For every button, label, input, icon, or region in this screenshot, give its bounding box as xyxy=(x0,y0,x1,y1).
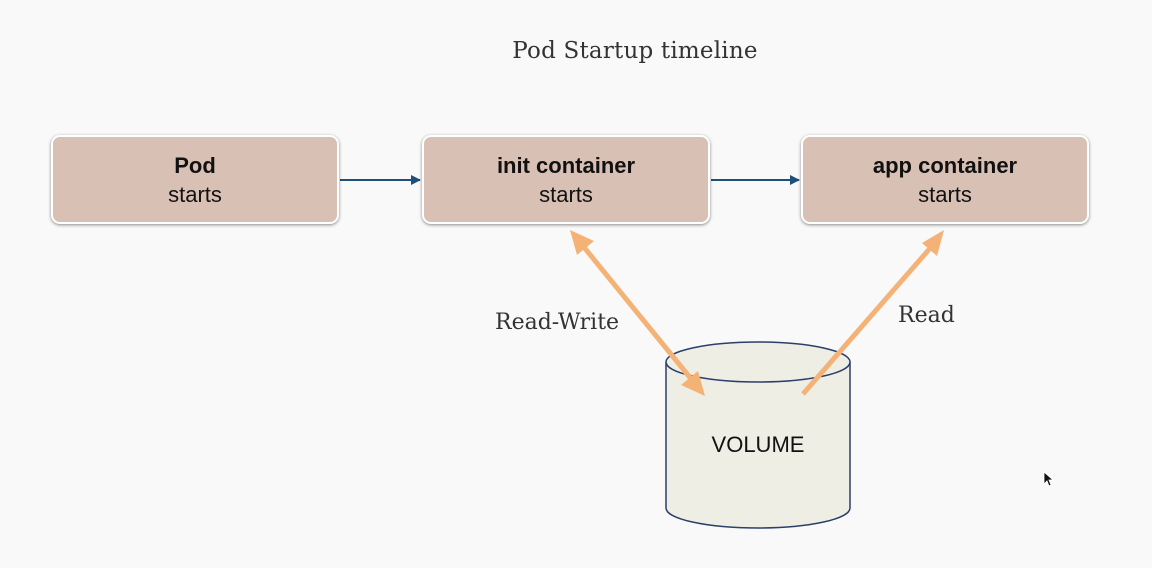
app-box-subtitle: starts xyxy=(918,181,972,207)
read-write-label: Read-Write xyxy=(495,310,620,335)
init-container-starts-box: init container starts xyxy=(422,135,710,224)
volume-label: VOLUME xyxy=(711,432,805,457)
app-container-starts-box: app container starts xyxy=(801,135,1089,224)
read-label: Read xyxy=(898,303,955,328)
init-box-title: init container xyxy=(496,152,636,178)
pod-starts-box: Pod starts xyxy=(51,135,339,224)
mouse-pointer-icon xyxy=(1043,471,1055,487)
read-arrow xyxy=(801,230,944,396)
pod-box-subtitle: starts xyxy=(168,181,222,207)
pod-box-title: Pod xyxy=(174,152,216,178)
app-box-title: app container xyxy=(872,152,1018,178)
diagram-title: Pod Startup timeline xyxy=(512,38,758,64)
volume-cylinder xyxy=(665,341,851,529)
init-box-subtitle: starts xyxy=(539,181,593,207)
read-write-arrow xyxy=(570,230,705,396)
